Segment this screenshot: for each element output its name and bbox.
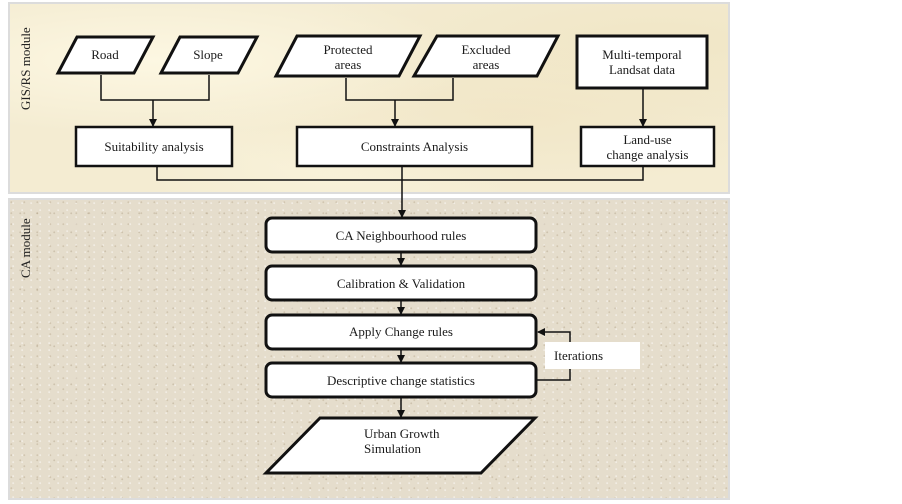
urban-growth-simulation-output-shape — [262, 416, 539, 475]
protected-areas-input-shape — [273, 34, 423, 78]
protected-line-1: Protected — [323, 42, 373, 57]
road-input-shape — [55, 35, 156, 75]
apply-change-rules-box — [264, 313, 538, 351]
slope-label: Slope — [193, 47, 223, 62]
excluded-line-2: areas — [472, 57, 500, 72]
excluded-line-1: Excluded — [461, 42, 511, 57]
landsat-line-1: Multi-temporal — [602, 47, 682, 62]
calibration-validation-box — [264, 264, 538, 302]
protected-excluded-connector — [345, 78, 454, 101]
suitability-analysis-box — [74, 125, 234, 168]
road-slope-connector — [100, 75, 210, 101]
suitability-analysis-label: Suitability analysis — [104, 139, 204, 154]
constraints-analysis-box — [295, 125, 534, 168]
land-use-change-analysis-box — [579, 125, 716, 168]
descriptive-change-statistics-label: Descriptive change statistics — [326, 373, 475, 388]
ca-neighbourhood-rules-label: CA Neighbourhood rules — [335, 228, 467, 243]
slope-input-shape — [158, 35, 260, 75]
constraints-analysis-label: Constraints Analysis — [360, 139, 469, 154]
protected-line-2: areas — [334, 57, 362, 72]
urban-line-1: Urban Growth — [364, 426, 440, 441]
urban-line-2: Simulation — [364, 441, 422, 456]
excluded-areas-input-shape — [411, 34, 561, 78]
landuse-line-1: Land-use — [623, 132, 672, 147]
calibration-validation-label: Calibration & Validation — [336, 276, 466, 291]
landuse-line-2: change analysis — [606, 147, 689, 162]
analysis-merge-connector — [156, 167, 644, 181]
apply-change-rules-label: Apply Change rules — [349, 324, 453, 339]
iterations-label: Iterations — [545, 342, 640, 369]
ca-neighbourhood-rules-box — [264, 216, 538, 254]
landsat-line-2: Landsat data — [608, 62, 676, 77]
descriptive-change-statistics-box — [264, 361, 538, 399]
road-label: Road — [91, 47, 119, 62]
landsat-data-input-shape — [575, 34, 709, 90]
